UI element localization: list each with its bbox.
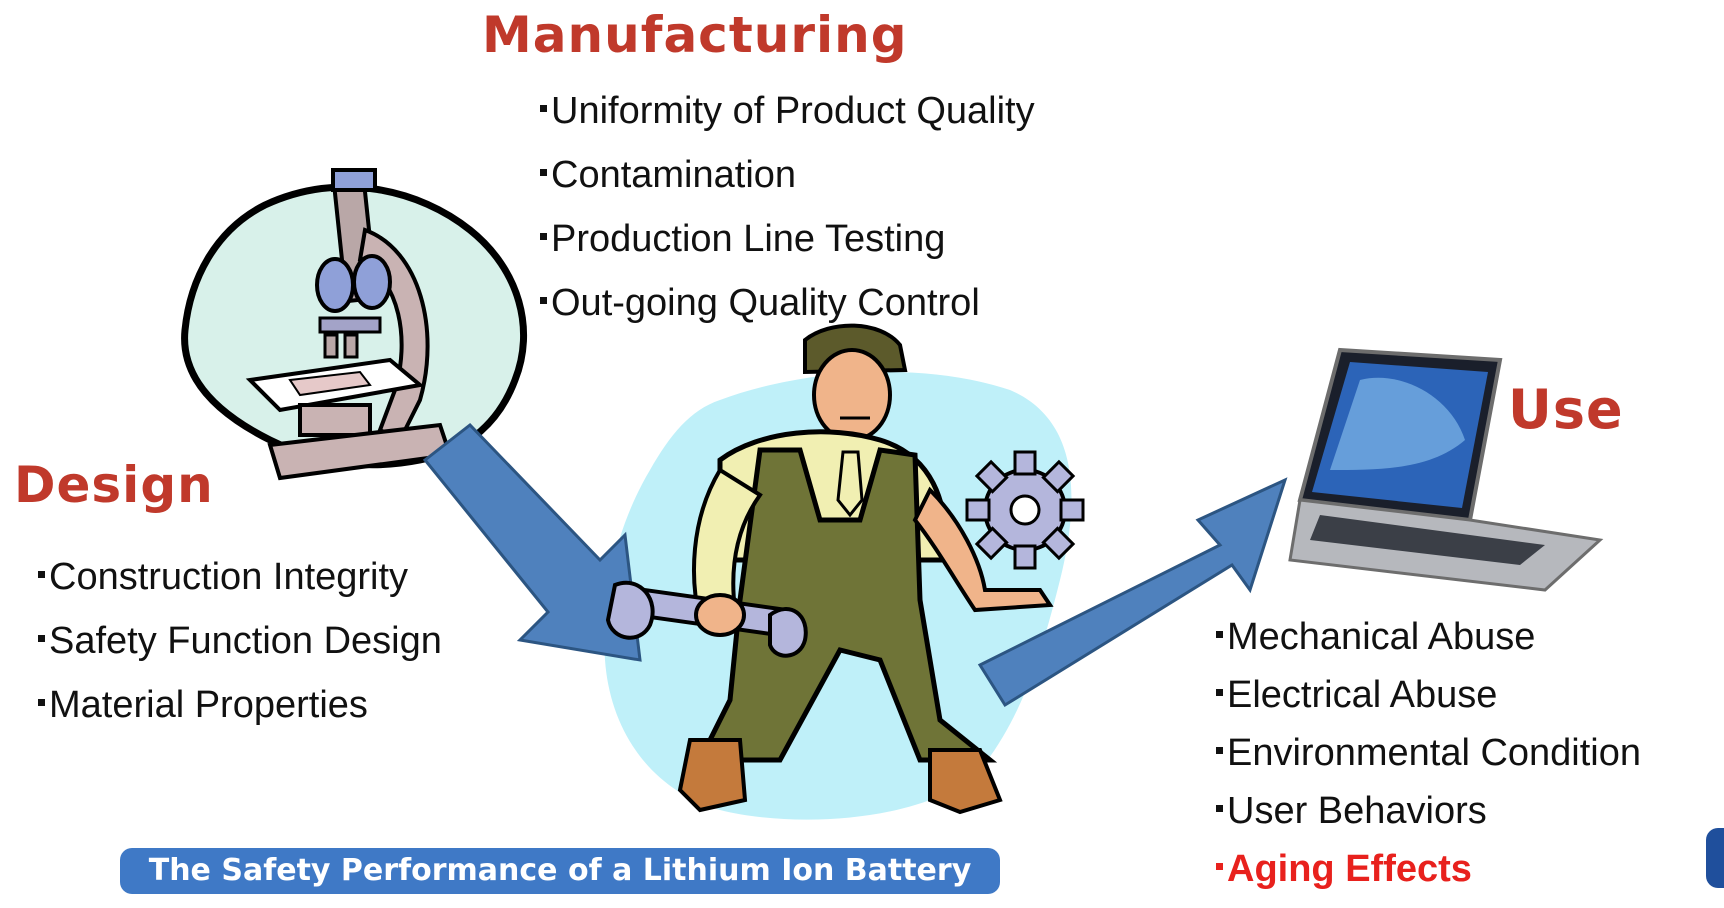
- list-item: Environmental Condition: [1216, 734, 1641, 792]
- list-item-label: Electrical Abuse: [1227, 674, 1498, 716]
- list-item-label: Production Line Testing: [551, 218, 946, 260]
- bullet-icon: [540, 169, 547, 177]
- bullet-icon: [1216, 805, 1223, 813]
- list-item: Electrical Abuse: [1216, 676, 1641, 734]
- list-item-label: Aging Effects: [1227, 848, 1472, 890]
- bullet-icon: [1216, 863, 1223, 871]
- design-list: Construction Integrity Safety Function D…: [38, 558, 442, 750]
- bullet-icon: [540, 297, 547, 305]
- list-item: Construction Integrity: [38, 558, 442, 622]
- list-item-label: Uniformity of Product Quality: [551, 90, 1035, 132]
- manufacturing-heading: Manufacturing: [482, 6, 908, 64]
- list-item-highlighted: Aging Effects: [1216, 850, 1641, 908]
- bullet-icon: [540, 233, 547, 241]
- list-item: User Behaviors: [1216, 792, 1641, 850]
- microscope-icon: [181, 168, 528, 481]
- manufacturing-list: Uniformity of Product Quality Contaminat…: [540, 92, 1035, 348]
- list-item-label: Contamination: [551, 154, 797, 196]
- list-item: Mechanical Abuse: [1216, 618, 1641, 676]
- list-item-label: Mechanical Abuse: [1227, 616, 1536, 658]
- worker-icon: [605, 323, 1085, 815]
- bullet-icon: [1216, 631, 1223, 639]
- illustration-layer: [181, 168, 1604, 820]
- bullet-icon: [1216, 689, 1223, 697]
- use-heading: Use: [1508, 378, 1624, 441]
- list-item-label: Environmental Condition: [1227, 732, 1642, 774]
- use-list: Mechanical Abuse Electrical Abuse Enviro…: [1216, 618, 1641, 908]
- edge-decoration: [1706, 828, 1724, 888]
- bullet-icon: [38, 635, 45, 643]
- list-item: Uniformity of Product Quality: [540, 92, 1035, 156]
- footer-banner: The Safety Performance of a Lithium Ion …: [120, 848, 1000, 894]
- list-item-label: Material Properties: [49, 684, 368, 726]
- list-item: Contamination: [540, 156, 1035, 220]
- bullet-icon: [540, 105, 547, 113]
- list-item-label: Construction Integrity: [49, 556, 409, 598]
- design-heading: Design: [14, 456, 214, 514]
- list-item-label: Out-going Quality Control: [551, 282, 980, 324]
- list-item: Material Properties: [38, 686, 442, 750]
- list-item-label: Safety Function Design: [49, 620, 442, 662]
- list-item: Out-going Quality Control: [540, 284, 1035, 348]
- list-item: Safety Function Design: [38, 622, 442, 686]
- bullet-icon: [38, 699, 45, 707]
- laptop-icon: [1288, 347, 1604, 592]
- arrow-center-to-use: [977, 477, 1288, 708]
- bullet-icon: [38, 571, 45, 579]
- bullet-icon: [1216, 747, 1223, 755]
- list-item: Production Line Testing: [540, 220, 1035, 284]
- list-item-label: User Behaviors: [1227, 790, 1487, 832]
